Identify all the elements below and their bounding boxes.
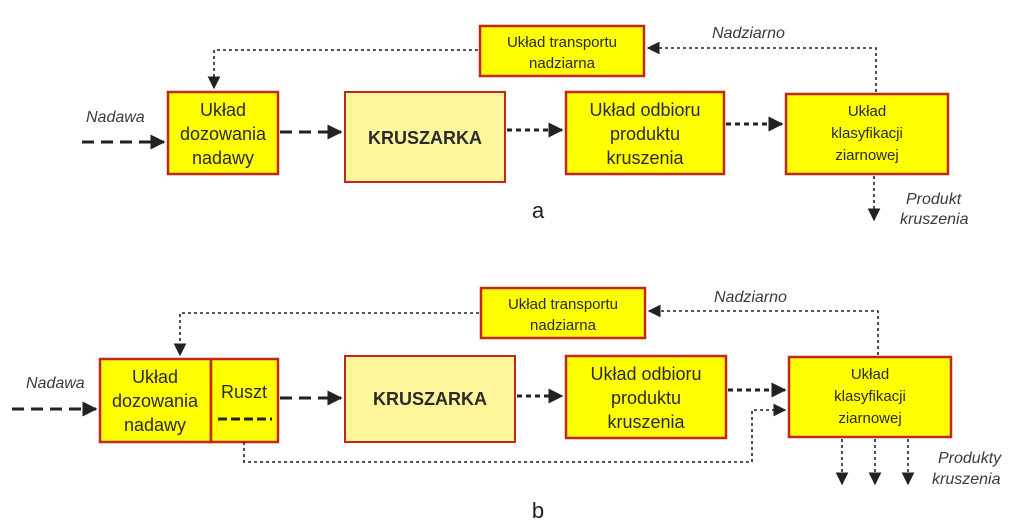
a-product-label-1: Produkt [906, 191, 962, 208]
a-receiving-box: Układ odbioru produktu kruszenia [564, 90, 726, 176]
a-panel-label: a [532, 198, 545, 223]
b-receiving-line3: kruszenia [607, 412, 685, 432]
a-classifier-box: Układ klasyfikacji ziarnowej [784, 92, 950, 176]
b-dosing-box: Układ dozowania nadawy [98, 357, 213, 444]
a-feed-label: Nadawa [86, 109, 145, 126]
a-dosing-line1: Układ [200, 100, 246, 120]
b-classifier-box: Układ klasyfikacji ziarnowej [787, 355, 953, 439]
b-crusher-label: KRUSZARKA [373, 389, 487, 409]
b-dosing-line1: Układ [132, 367, 178, 387]
a-crusher-box: KRUSZARKA [344, 91, 506, 183]
b-feed-label: Nadawa [26, 375, 85, 392]
b-oversize-return-arrow [647, 304, 879, 355]
b-oversize-label: Nadziarno [714, 289, 787, 306]
b-transport-line2: nadziarna [530, 317, 597, 334]
b-receiving-line1: Układ odbioru [590, 364, 701, 384]
a-classifier-line3: ziarnowej [835, 147, 898, 164]
a-crusher-label: KRUSZARKA [368, 128, 482, 148]
a-dosing-line3: nadawy [192, 148, 254, 168]
b-receiving-line2: produktu [611, 388, 681, 408]
diagram-a: Układ transportu nadziarna Układ dozowan… [82, 24, 969, 228]
b-transport-to-dosing-arrow [173, 312, 479, 357]
a-transport-line1: Układ transportu [507, 34, 617, 51]
a-receiving-line3: kruszenia [606, 148, 684, 168]
b-dosing-line2: dozowania [112, 391, 199, 411]
b-classifier-line1: Układ [851, 366, 889, 383]
diagram-b: Układ transportu nadziarna Układ dozowan… [12, 286, 1002, 523]
b-panel-label: b [532, 498, 544, 523]
b-dosing-line3: nadawy [124, 415, 186, 435]
a-receiving-line2: produktu [610, 124, 680, 144]
a-dosing-box: Układ dozowania nadawy [166, 90, 280, 176]
b-transport-line1: Układ transportu [508, 296, 618, 313]
b-receiving-box: Układ odbioru produktu kruszenia [564, 354, 728, 440]
a-dosing-line2: dozowania [180, 124, 267, 144]
b-grate-label: Ruszt [221, 382, 267, 402]
a-transport-box: Układ transportu nadziarna [478, 24, 646, 78]
b-transport-box: Układ transportu nadziarna [479, 286, 647, 340]
b-classifier-line2: klasyfikacji [834, 388, 906, 405]
a-receiving-line1: Układ odbioru [589, 100, 700, 120]
a-classifier-line2: klasyfikacji [831, 125, 903, 142]
b-grate-bypass-arrow [243, 403, 787, 463]
a-oversize-return-arrow [646, 41, 877, 92]
a-oversize-label: Nadziarno [712, 25, 785, 42]
b-product-label-1: Produkty [938, 450, 1002, 467]
a-transport-line2: nadziarna [529, 55, 596, 72]
b-grate-box: Ruszt [209, 357, 280, 444]
b-crusher-box: KRUSZARKA [344, 355, 516, 443]
a-transport-to-dosing-arrow [207, 49, 478, 90]
a-classifier-line1: Układ [848, 103, 886, 120]
b-product-label-2: kruszenia [932, 471, 1001, 488]
b-classifier-line3: ziarnowej [838, 410, 901, 427]
a-product-label-2: kruszenia [900, 211, 969, 228]
